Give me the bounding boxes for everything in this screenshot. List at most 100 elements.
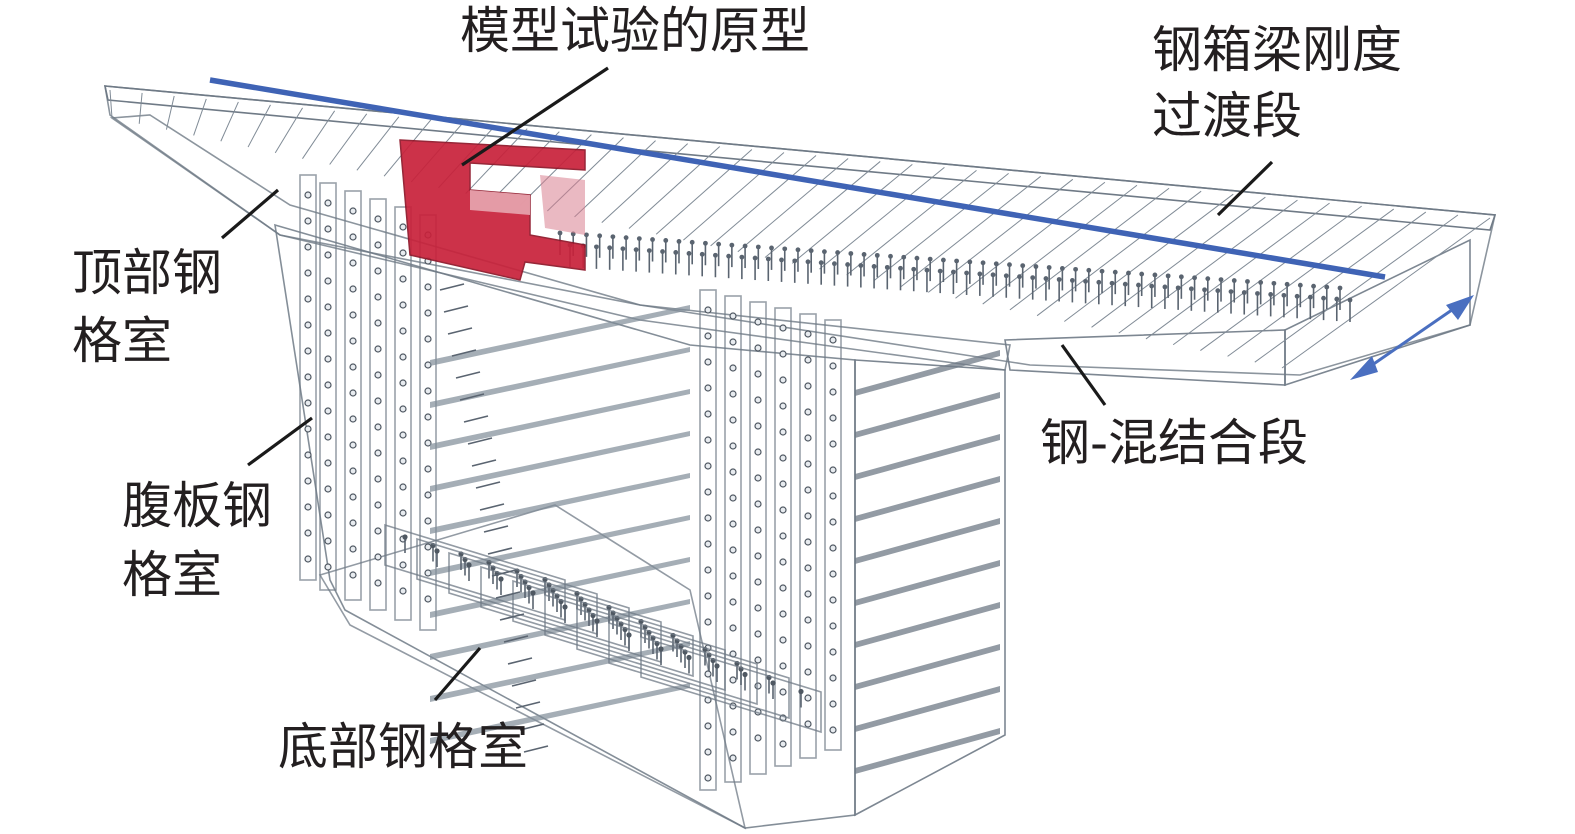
stud-head bbox=[1139, 271, 1145, 277]
stud bbox=[455, 371, 481, 379]
stud-head bbox=[1003, 273, 1009, 279]
plate-hole bbox=[304, 217, 312, 225]
plate-hole bbox=[374, 475, 382, 483]
deck-rib bbox=[1200, 208, 1395, 351]
plate-hole bbox=[424, 439, 432, 447]
deck-rib bbox=[1172, 205, 1362, 346]
plate-hole bbox=[304, 477, 312, 485]
web-plate bbox=[799, 313, 817, 759]
plate-hole bbox=[779, 428, 787, 436]
plate-hole bbox=[754, 474, 762, 482]
stud-head bbox=[1268, 292, 1274, 297]
stud-head bbox=[835, 250, 841, 255]
stud bbox=[511, 679, 537, 687]
web-plate bbox=[699, 289, 717, 791]
stud-head bbox=[716, 241, 722, 247]
plate-hole bbox=[729, 546, 737, 554]
plate-hole bbox=[829, 336, 837, 344]
stud-head bbox=[1109, 280, 1115, 286]
plate-hole bbox=[399, 275, 407, 283]
plate-hole bbox=[779, 558, 787, 566]
bottom-plate bbox=[608, 621, 790, 720]
stud-head bbox=[1056, 277, 1062, 282]
plate-hole bbox=[804, 512, 812, 520]
stud-head bbox=[1175, 285, 1181, 291]
plate-hole bbox=[324, 563, 332, 571]
plate-hole bbox=[399, 379, 407, 387]
plate-hole bbox=[374, 371, 382, 379]
plate-hole bbox=[304, 321, 312, 329]
stud-head bbox=[1228, 289, 1234, 295]
stud-head bbox=[967, 259, 973, 265]
plate-hole bbox=[704, 436, 712, 444]
axis-line bbox=[209, 77, 1386, 280]
stud-head bbox=[703, 240, 708, 246]
deck-rib bbox=[1009, 187, 1170, 311]
stud bbox=[447, 327, 473, 335]
plate-hole bbox=[829, 596, 837, 604]
plate-hole bbox=[424, 543, 432, 551]
bottom-plate bbox=[576, 607, 758, 706]
plate-hole bbox=[754, 734, 762, 742]
plate-hole bbox=[804, 434, 812, 442]
stud-head bbox=[927, 256, 933, 262]
shelf bbox=[430, 599, 690, 660]
stud-head bbox=[752, 255, 758, 261]
label-joint-segment: 钢-混结合段 bbox=[1040, 414, 1308, 472]
stud-head bbox=[1281, 292, 1287, 298]
stud-head bbox=[1321, 295, 1326, 301]
shelf bbox=[855, 434, 1000, 480]
plate-hole bbox=[754, 630, 762, 638]
plate-hole bbox=[424, 335, 432, 343]
plate-hole bbox=[324, 355, 332, 363]
stud-head bbox=[792, 258, 798, 264]
stud-head bbox=[1030, 275, 1036, 281]
plate-hole bbox=[324, 199, 332, 207]
web-plate bbox=[394, 206, 412, 621]
stud-head bbox=[1165, 273, 1171, 279]
labels: 模型试验的原型 钢箱梁刚度 过渡段 顶部钢 格室 腹板钢 格室 底部钢格室 钢-… bbox=[72, 2, 1402, 776]
stud-head bbox=[1192, 275, 1197, 281]
plate-hole bbox=[729, 676, 737, 684]
stud-head bbox=[498, 576, 504, 582]
plate-hole bbox=[424, 387, 432, 395]
plate-hole bbox=[729, 624, 737, 632]
stud-head bbox=[636, 236, 642, 241]
plate-hole bbox=[829, 362, 837, 370]
plate-hole bbox=[779, 532, 787, 540]
stud-head bbox=[1255, 291, 1260, 296]
deck-slab bbox=[103, 85, 1497, 387]
plate-hole bbox=[779, 350, 787, 358]
plate-hole bbox=[729, 442, 737, 450]
plate-hole bbox=[304, 373, 312, 381]
stud-head bbox=[1096, 279, 1102, 285]
plate-hole bbox=[324, 459, 332, 467]
plate-hole bbox=[729, 520, 737, 528]
plate-hole bbox=[424, 413, 432, 421]
plate-hole bbox=[804, 486, 812, 494]
plate-hole bbox=[779, 688, 787, 696]
web-plate bbox=[824, 319, 842, 751]
plate-hole bbox=[829, 700, 837, 708]
plate-hole bbox=[829, 440, 837, 448]
shelf bbox=[430, 305, 690, 366]
stud-head bbox=[779, 257, 784, 263]
stud-head bbox=[610, 234, 616, 240]
stud-head bbox=[765, 256, 771, 262]
plate-hole bbox=[374, 267, 382, 275]
stud-head bbox=[782, 246, 788, 252]
stud-head bbox=[1099, 268, 1105, 274]
plate-hole bbox=[399, 431, 407, 439]
plate-hole bbox=[804, 356, 812, 364]
plate-hole bbox=[779, 636, 787, 644]
plate-hole bbox=[349, 259, 357, 267]
plate-hole bbox=[704, 540, 712, 548]
stud-head bbox=[911, 266, 917, 272]
bottom-plate bbox=[512, 579, 694, 678]
plate-hole bbox=[804, 720, 812, 728]
plate-hole bbox=[704, 618, 712, 626]
web-plate bbox=[319, 182, 337, 591]
stud-head bbox=[623, 235, 629, 241]
stud-head bbox=[770, 680, 776, 686]
plate-hole bbox=[804, 616, 812, 624]
